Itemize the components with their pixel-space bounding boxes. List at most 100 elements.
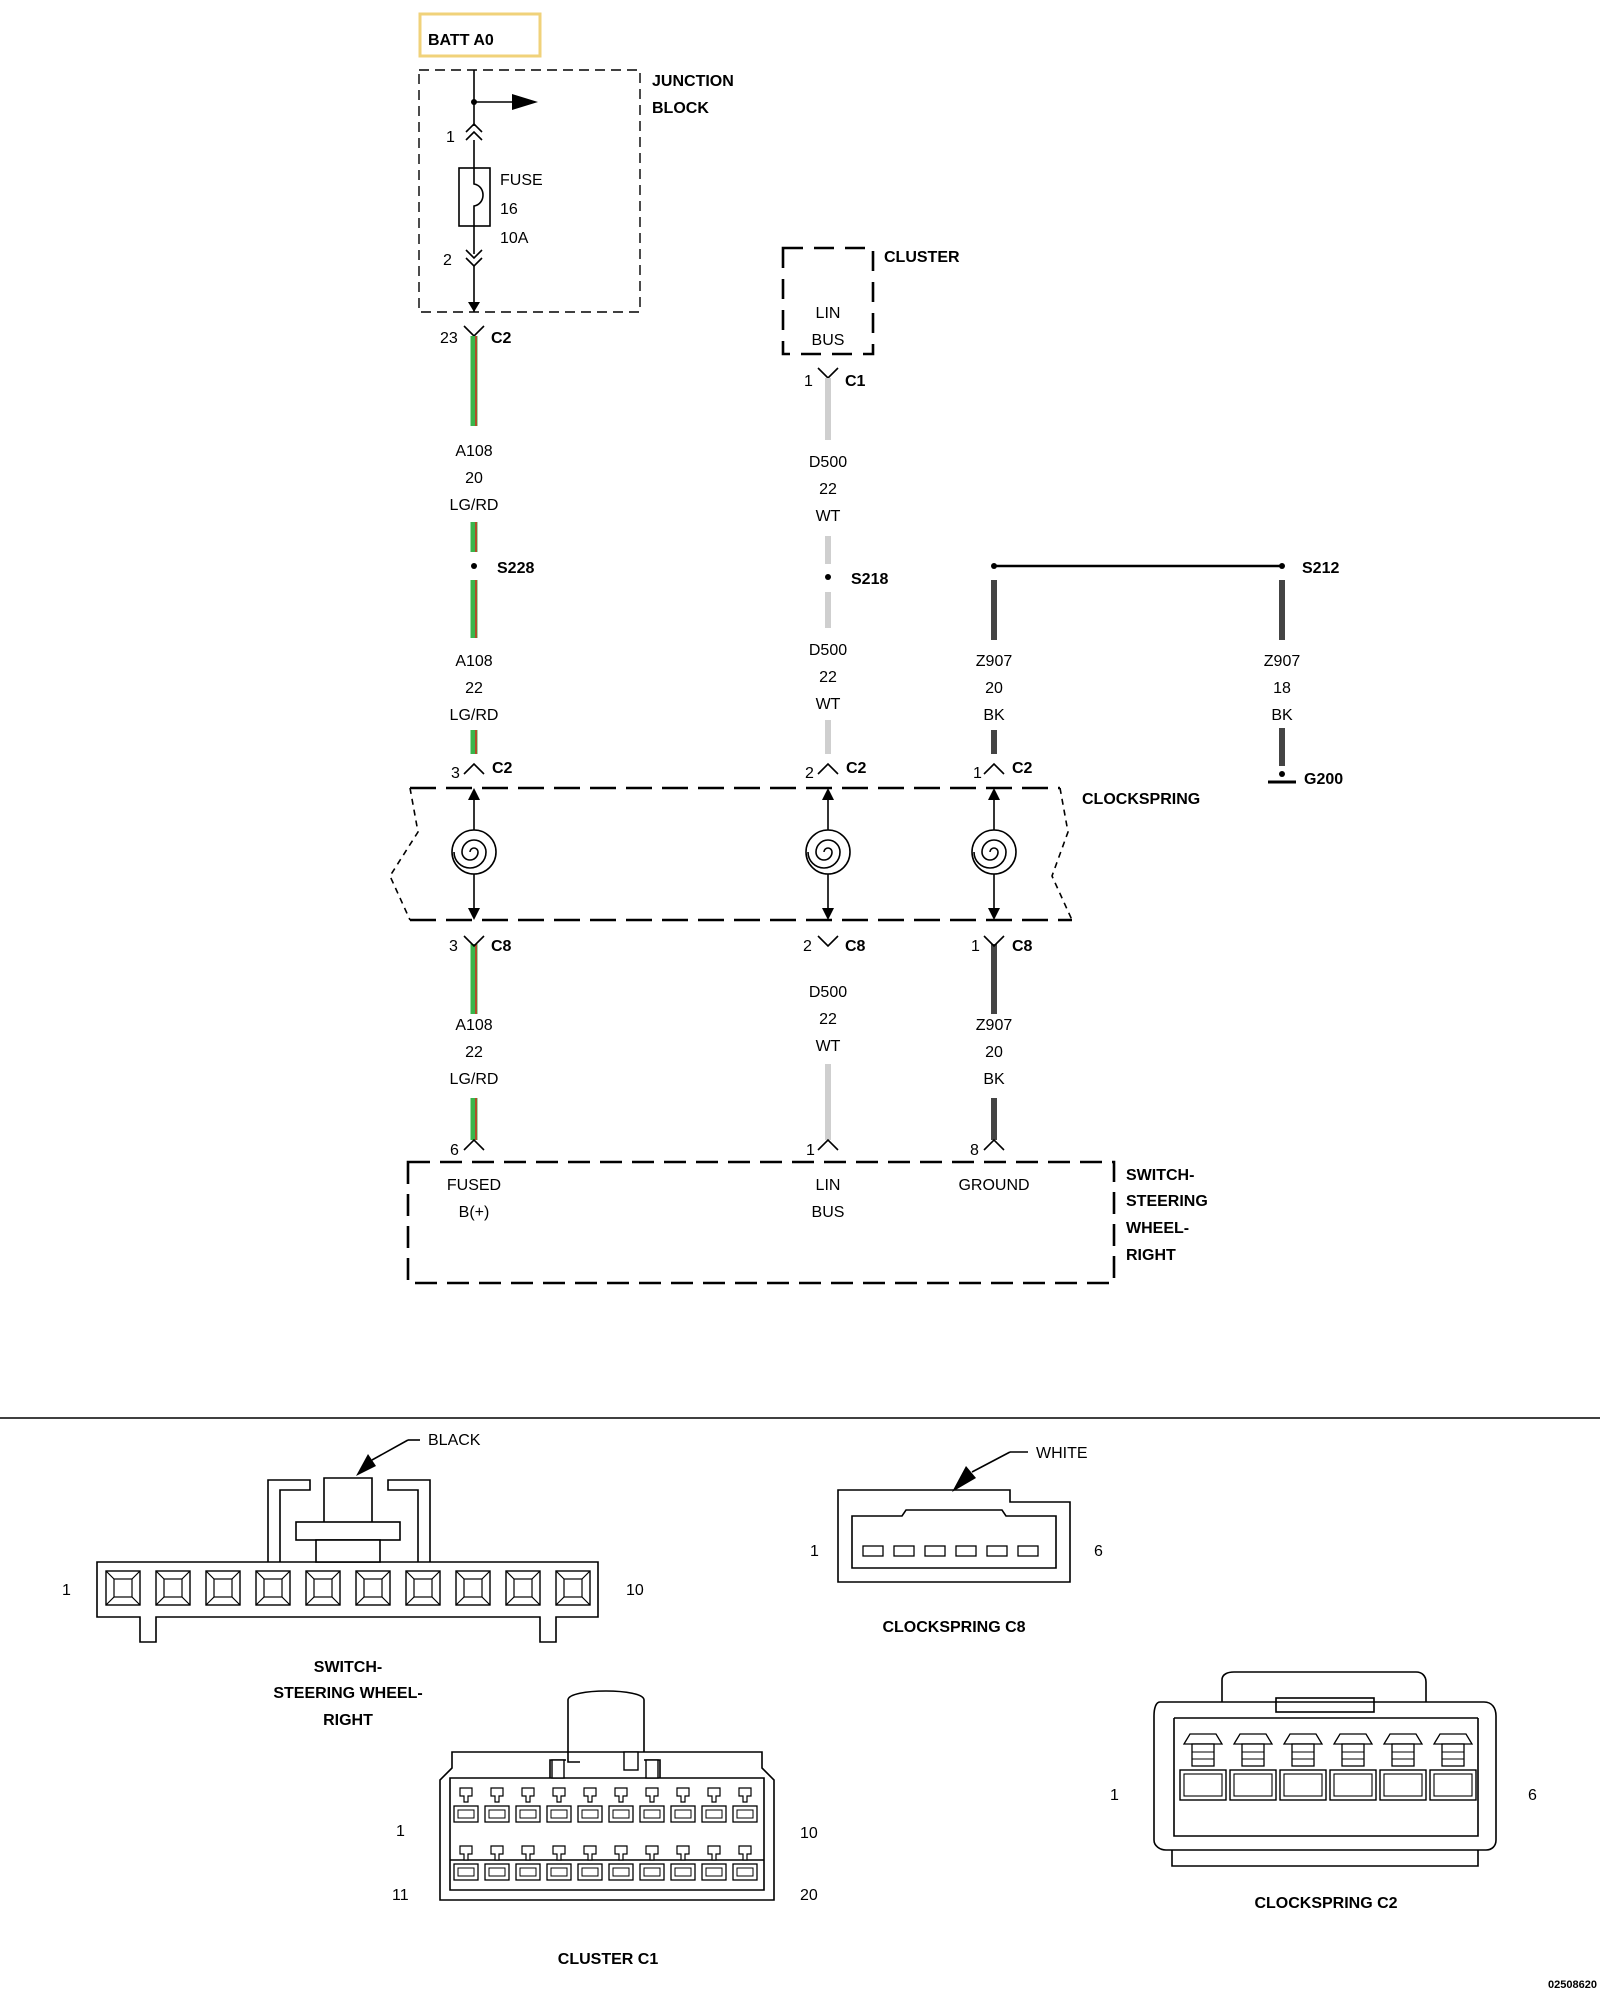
c1-cavity [608,1845,634,1881]
c2-cavity [1279,1733,1327,1801]
clockspring-c2-view [1153,1671,1497,1867]
z907-bot-gauge: 20 [985,1044,1003,1061]
fuse-number: 16 [500,201,518,218]
d500-mid-gauge: 22 [819,669,837,686]
junction-block-outline [418,69,641,313]
c1-cavity [639,1787,665,1823]
coil-z907 [971,788,1017,920]
ground-g200-symbol [1268,771,1296,784]
c8-cavity [1017,1545,1039,1557]
switch-cavity [405,1570,441,1606]
junction-internal-wiring [458,70,538,312]
a108-mid-color: LG/RD [450,707,499,724]
splice-s228: S228 [497,560,534,577]
clockspring-c8-connectors [463,935,1005,948]
clockspring-c2-view-title: CLOCKSPRING C2 [1254,1895,1397,1912]
switch-title-3: WHEEL- [1126,1220,1189,1237]
figure-id: 02508620 [1548,1979,1597,1991]
clockspring-c2-label-2: C2 [846,760,867,777]
switch-view-pin-1: 1 [62,1582,71,1599]
clockspring-c2-pin-2: 2 [805,765,814,782]
c2-cavity [1379,1733,1427,1801]
z907-right-color: BK [1271,707,1293,724]
cluster-c1-pin-20: 20 [800,1887,818,1904]
switch-fused-1: FUSED [447,1177,501,1194]
a108-bot-circuit: A108 [455,1017,492,1034]
splice-s228-dot [471,563,477,569]
cluster-pin-1: 1 [804,373,813,390]
switch-pin-1: 1 [806,1142,815,1159]
connector-c2-pin23 [463,325,485,338]
c8-cavity [955,1545,977,1557]
clockspring-c2-view-pin-6: 6 [1528,1787,1537,1804]
c1-cavity [701,1845,727,1881]
c1-cavity [484,1787,510,1823]
switch-cavity [305,1570,341,1606]
clockspring-c2-label-3: C2 [1012,760,1033,777]
cluster-c1-pin-1: 1 [396,1823,405,1840]
z907-bot-circuit: Z907 [976,1017,1013,1034]
c1-cavity [546,1845,572,1881]
c2-cavity [1329,1733,1377,1801]
switch-title-1: SWITCH- [1126,1167,1194,1184]
d500-bot-circuit: D500 [809,984,847,1001]
z907-mid-gauge: 20 [985,680,1003,697]
connector-c1-pin1 [817,367,839,380]
c8-cavity [893,1545,915,1557]
c1-cavity [577,1845,603,1881]
c1-cavity [701,1787,727,1823]
c1-cavity [546,1787,572,1823]
switch-lin-2: BUS [812,1204,845,1221]
cluster-c1-pin-11: 11 [392,1887,409,1904]
wire-z907 [991,563,1285,1140]
d500-mid-circuit: D500 [809,642,847,659]
clockspring-c2-pin-1: 1 [973,765,982,782]
cluster-title: CLUSTER [884,249,960,266]
c1-cavity [515,1845,541,1881]
a108-mid-gauge: 22 [465,680,483,697]
switch-title-4: RIGHT [1126,1247,1176,1264]
switch-connectors [463,1138,1005,1151]
a108-top-gauge: 20 [465,470,483,487]
a108-bot-color: LG/RD [450,1071,499,1088]
switch-cavity [105,1570,141,1606]
c1-cavity [484,1845,510,1881]
switch-cavity [355,1570,391,1606]
c1-cavity [670,1845,696,1881]
switch-view-pin-10: 10 [626,1582,644,1599]
coil-d500 [805,788,851,920]
c1-cavity [577,1787,603,1823]
wire-a108 [470,336,478,1140]
connector-c2-jb: C2 [491,330,512,347]
c1-cavity [732,1787,758,1823]
c2-cavity [1229,1733,1277,1801]
d500-mid-color: WT [816,696,841,713]
switch-connector-view [96,1439,599,1643]
clockspring-c8-view-pin-1: 1 [810,1543,819,1560]
clockspring-c8-pin-2: 2 [803,938,812,955]
d500-top-gauge: 22 [819,481,837,498]
switch-view-title-1: SWITCH- [314,1659,382,1676]
switch-view-title-2: STEERING WHEEL- [273,1685,422,1702]
d500-bot-color: WT [816,1038,841,1055]
c1-cavity [639,1845,665,1881]
switch-cavity [555,1570,591,1606]
clockspring-c8-view-callout: WHITE [1036,1445,1088,1462]
cluster-c1-pin-10: 10 [800,1825,818,1842]
c1-cavity [453,1787,479,1823]
switch-title-2: STEERING [1126,1193,1208,1210]
switch-fused-2: B(+) [459,1204,490,1221]
c1-cavity [608,1787,634,1823]
c1-cavity [453,1845,479,1881]
c8-cavity [924,1545,946,1557]
c2-cavity [1429,1733,1477,1801]
splice-s218-dot [825,574,831,580]
cluster-bus: BUS [812,332,845,349]
cluster-c1-view [439,1690,775,1901]
switch-lin-1: LIN [816,1177,841,1194]
cluster-c1-title: CLUSTER C1 [558,1951,659,1968]
splice-s212: S212 [1302,560,1339,577]
switch-cavity [205,1570,241,1606]
